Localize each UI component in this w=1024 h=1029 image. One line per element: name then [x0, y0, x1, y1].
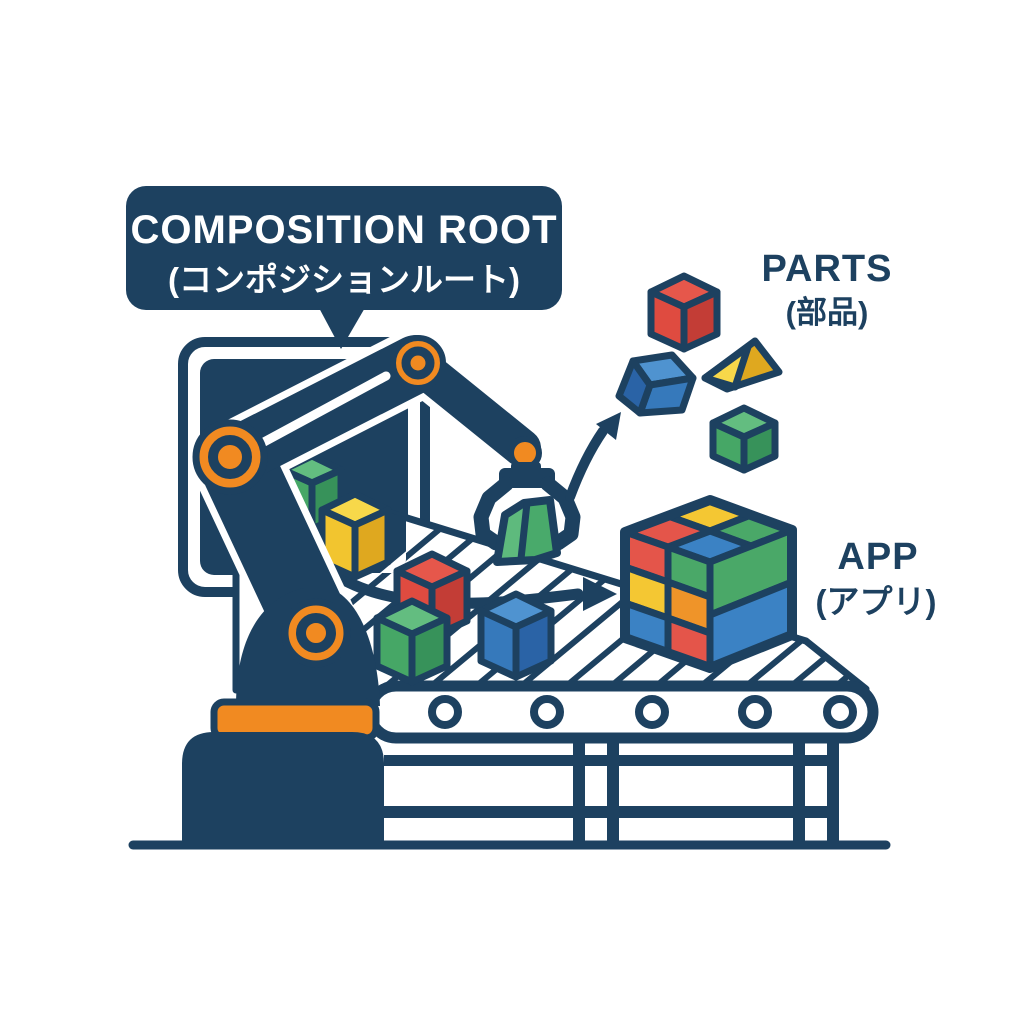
- belt-block-yellow: [318, 490, 392, 581]
- claw-gripper-icon: [473, 436, 581, 551]
- arrow-up-right-icon: [565, 412, 621, 502]
- joint-ring: [296, 613, 336, 653]
- speech-bubble: COMPOSITION ROOT (コンポジションルート): [126, 186, 562, 349]
- robot-arm-icon: [182, 328, 581, 846]
- joint-outer: [390, 335, 446, 391]
- arm-highlight: [259, 371, 391, 447]
- app-cube-outline: [620, 495, 797, 673]
- joint-ring: [401, 346, 435, 380]
- parts-label: PARTS (部品): [762, 248, 893, 330]
- parts-label-subtitle: (部品): [786, 295, 869, 330]
- joint-outer: [281, 598, 351, 668]
- belt-legs: [573, 737, 839, 845]
- belt-block-green-2: [373, 597, 451, 686]
- cube-right-face: [680, 288, 721, 353]
- gripped-part: [493, 496, 561, 566]
- belt-surface-on-screen: [236, 472, 406, 573]
- cube-right-face: [512, 607, 555, 681]
- base-joint: [281, 598, 351, 668]
- cube-right-face: [740, 419, 779, 474]
- arrow-to-parts-head: [596, 412, 621, 440]
- app-label-subtitle: (アプリ): [816, 583, 937, 620]
- ingot-left-face: [615, 357, 654, 417]
- bubble-title: COMPOSITION ROOT: [130, 208, 557, 252]
- roller-icon: [823, 695, 857, 729]
- parts-label-title: PARTS: [762, 248, 893, 290]
- cube-right-face: [408, 614, 451, 686]
- roller-icon: [635, 695, 669, 729]
- bubble-body: [126, 186, 562, 310]
- gripped-part-outline: [493, 496, 561, 566]
- arrow-to-parts-shaft: [565, 426, 608, 502]
- part-green-cube: [709, 404, 779, 474]
- roller-icon: [428, 695, 462, 729]
- part-red-cube: [647, 272, 721, 353]
- arrow-to-app-head: [583, 577, 617, 611]
- elbow-joint: [390, 335, 446, 391]
- joint-ring: [208, 435, 252, 479]
- gripped-part-seam: [517, 499, 531, 563]
- app-label-title: APP: [837, 536, 918, 578]
- belt-surface-dark: [236, 472, 406, 573]
- belt-frame-rails: [384, 755, 834, 818]
- roller-icon: [530, 695, 564, 729]
- claw-fingers: [473, 476, 581, 551]
- roller-icon: [738, 695, 772, 729]
- part-yellow-wedge: [701, 337, 783, 393]
- conveyor-belt-icon: [128, 680, 891, 850]
- bubble-subtitle: (コンポジションルート): [168, 261, 520, 298]
- base-block: [182, 732, 384, 846]
- cube-right-face: [351, 506, 392, 581]
- belt-block-blue: [477, 590, 555, 681]
- assembled-color-cube: [620, 495, 797, 673]
- shoulder-joint: [192, 419, 268, 495]
- app-label: APP (アプリ): [816, 536, 937, 620]
- bubble-tail: [318, 306, 366, 349]
- part-blue-ingot: [615, 351, 697, 417]
- wedge-left-face: [701, 343, 752, 391]
- cube-left-face: [477, 607, 520, 681]
- joint-outer: [192, 419, 268, 495]
